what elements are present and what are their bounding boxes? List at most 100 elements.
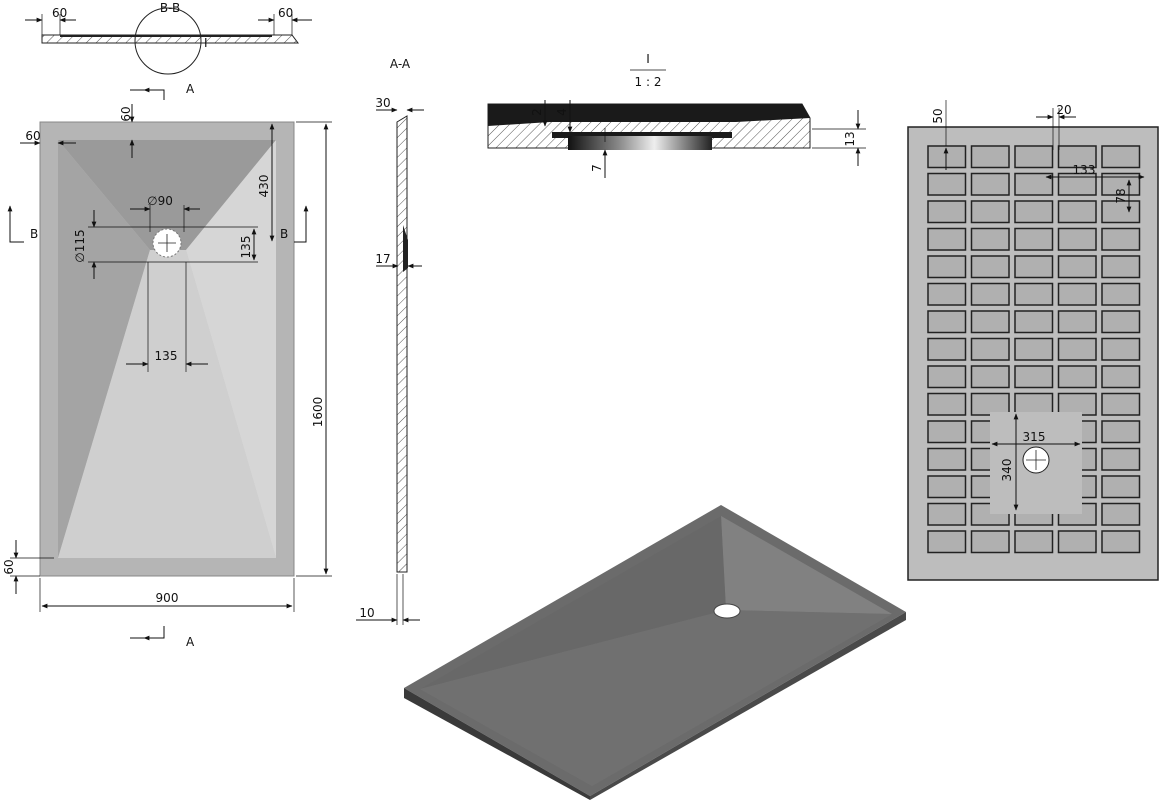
- rib-cell: [1101, 502, 1141, 526]
- section-aa-title: A-A: [390, 57, 411, 71]
- underside-dim-20: 20: [1056, 103, 1071, 117]
- rib-cell: [927, 392, 967, 416]
- rib-cell: [927, 282, 967, 306]
- underside-dim-340: 340: [1000, 459, 1014, 482]
- rib-cell: [1057, 337, 1097, 361]
- section-aa-mid-dim: 17: [375, 252, 390, 266]
- rib-cell: [927, 447, 967, 471]
- detail-i-dim-7: 7: [590, 164, 604, 172]
- rib-cell: [1014, 310, 1054, 334]
- rib-cell: [1101, 255, 1141, 279]
- rib-cell: [1101, 282, 1141, 306]
- rib-cell: [927, 365, 967, 389]
- rib-cell: [927, 475, 967, 499]
- rib-cell: [1057, 392, 1097, 416]
- rib-cell: [1057, 255, 1097, 279]
- underside-dim-133: 133: [1073, 163, 1096, 177]
- rib-cell: [970, 282, 1010, 306]
- rib-cell: [927, 172, 967, 196]
- rib-cell: [927, 337, 967, 361]
- rib-cell: [1101, 475, 1141, 499]
- detail-i-callout-circle: [134, 7, 202, 75]
- plan-bottom-margin-dim: 60: [2, 559, 16, 574]
- rib-cell: [1014, 392, 1054, 416]
- section-a-marker-top: A: [186, 82, 195, 96]
- rib-cell: [970, 255, 1010, 279]
- rib-cell: [1101, 392, 1141, 416]
- detail-i-dim-13: 13: [843, 131, 857, 146]
- rib-cell: [970, 530, 1010, 554]
- rib-cell: [970, 145, 1010, 169]
- underside-dim-315: 315: [1023, 430, 1046, 444]
- detail-i-dim-4: 4: [555, 108, 569, 116]
- rib-cell: [1057, 200, 1097, 224]
- section-aa-view: A-A 30 17 10: [356, 57, 424, 625]
- rib-cell: [927, 310, 967, 334]
- section-bb-view: B-B I 60 60: [25, 1, 312, 75]
- rib-cell: [1014, 227, 1054, 251]
- rib-cell: [1101, 310, 1141, 334]
- rib-cell: [1014, 365, 1054, 389]
- section-aa-top-dim: 30: [375, 96, 390, 110]
- section-bb-left-dim: 60: [52, 6, 67, 20]
- section-aa-profile: [396, 115, 408, 573]
- detail-i-title: I: [646, 52, 650, 66]
- rib-cell: [927, 255, 967, 279]
- rib-cell: [970, 392, 1010, 416]
- rib-cell: [1101, 530, 1141, 554]
- rib-cell: [927, 420, 967, 444]
- plan-drain-offset-dim: 430: [257, 175, 271, 198]
- rib-cell: [927, 530, 967, 554]
- plan-drain-outer-dia-dim: ∅115: [73, 229, 87, 262]
- plan-width-dim: 900: [156, 591, 179, 605]
- detail-i-dim-2: 2: [530, 108, 544, 116]
- rib-cell: [927, 227, 967, 251]
- rib-cell: [1101, 145, 1141, 169]
- plan-view: 900 1600 60 60 60 430 ∅90 ∅115: [2, 82, 332, 649]
- rib-cell: [970, 172, 1010, 196]
- rib-cell: [1101, 227, 1141, 251]
- rib-cell: [1057, 530, 1097, 554]
- section-b-marker-left: B: [30, 227, 38, 241]
- plan-drain-y-dim: 135: [239, 236, 253, 259]
- rib-cell: [970, 227, 1010, 251]
- rib-cell: [970, 310, 1010, 334]
- rib-cell: [1101, 365, 1141, 389]
- rib-cell: [927, 502, 967, 526]
- rib-cell: [1014, 255, 1054, 279]
- plan-left-margin-dim: 60: [25, 129, 40, 143]
- rib-cell: [927, 145, 967, 169]
- iso-drain-hole: [713, 603, 741, 619]
- rib-cell: [1101, 420, 1141, 444]
- rib-cell: [1057, 365, 1097, 389]
- rib-cell: [1014, 337, 1054, 361]
- section-b-marker-right: B: [280, 227, 288, 241]
- rib-cell: [970, 200, 1010, 224]
- rib-cell: [1057, 282, 1097, 306]
- section-aa-bottom-dim: 10: [359, 606, 374, 620]
- section-a-marker-bottom: A: [186, 635, 195, 649]
- rib-cell: [1057, 145, 1097, 169]
- rib-cell: [1014, 530, 1054, 554]
- rib-cell: [970, 365, 1010, 389]
- plan-drain-dia-dim: ∅90: [147, 194, 173, 208]
- rib-cell: [927, 200, 967, 224]
- rib-cell: [1014, 200, 1054, 224]
- plan-drain-x-dim: 135: [155, 349, 178, 363]
- plan-length-dim: 1600: [311, 397, 325, 428]
- rib-cell: [1014, 282, 1054, 306]
- rib-cell: [1014, 145, 1054, 169]
- rib-cell: [1057, 227, 1097, 251]
- underside-dim-50: 50: [931, 108, 945, 123]
- detail-i-scale: 1 : 2: [635, 75, 662, 89]
- detail-i-view: I 1 : 2 2 4 7 13: [487, 52, 866, 178]
- detail-ref-label: I: [204, 36, 208, 50]
- rib-cell: [970, 337, 1010, 361]
- rib-cell: [1101, 337, 1141, 361]
- plan-top-margin-dim: 60: [119, 106, 133, 121]
- isometric-view: [404, 505, 906, 800]
- rib-cell: [1057, 310, 1097, 334]
- rib-cell: [1014, 172, 1054, 196]
- section-bb-right-dim: 60: [278, 6, 293, 20]
